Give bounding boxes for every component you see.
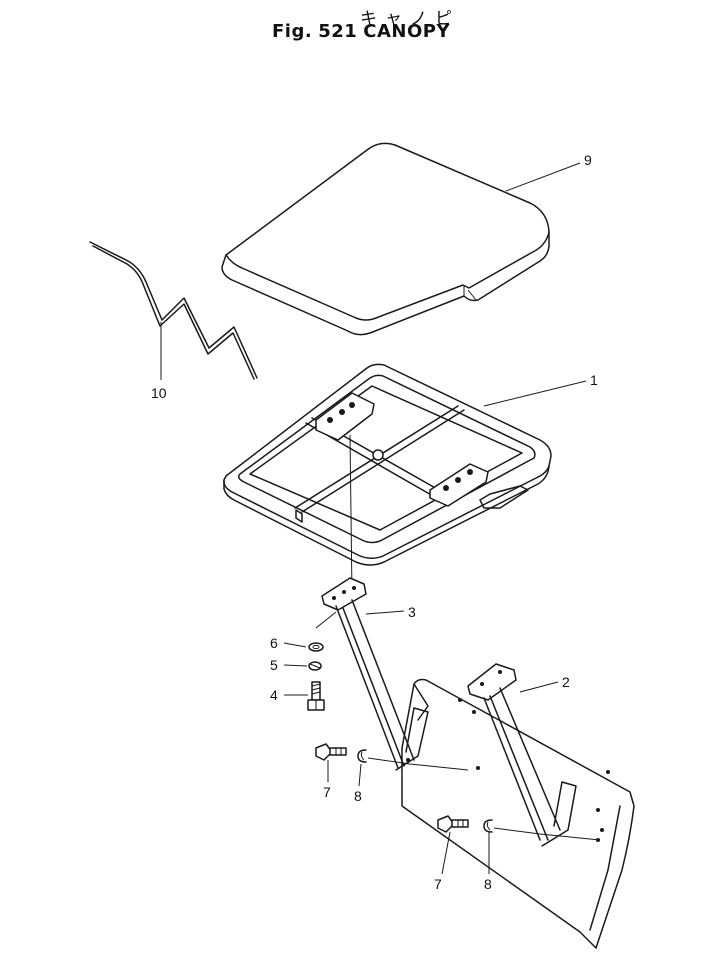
callout-7-upper: 7 bbox=[323, 784, 331, 800]
callout-9: 9 bbox=[584, 152, 592, 168]
callout-10: 10 bbox=[151, 385, 167, 401]
canopy-frame-part-1 bbox=[223, 363, 552, 596]
callout-7-lower: 7 bbox=[434, 876, 442, 892]
fig-name: CANOPY bbox=[363, 21, 451, 42]
fig-label: Fig. bbox=[272, 21, 313, 42]
hardware-alignment-line-lower bbox=[493, 827, 601, 841]
base-panel bbox=[401, 678, 635, 949]
hardware-alignment-line-upper bbox=[367, 757, 469, 771]
callout-6: 6 bbox=[270, 635, 278, 651]
clip-part-8-upper bbox=[357, 749, 367, 763]
washer-part-6 bbox=[308, 642, 324, 652]
clip-part-8-lower bbox=[483, 819, 493, 833]
callout-2: 2 bbox=[562, 674, 570, 690]
callout-4: 4 bbox=[270, 687, 278, 703]
callout-8-upper: 8 bbox=[354, 788, 362, 804]
callout-3: 3 bbox=[408, 604, 416, 620]
leader-lines bbox=[160, 162, 587, 875]
bolt-part-4 bbox=[307, 681, 325, 711]
fig-number: 521 bbox=[318, 21, 358, 42]
callout-5: 5 bbox=[270, 657, 278, 673]
wire-part-10 bbox=[89, 241, 258, 380]
stay-part-3 bbox=[315, 577, 429, 771]
bolt-part-7-upper bbox=[315, 743, 347, 761]
callout-8-lower: 8 bbox=[484, 876, 492, 892]
lock-washer-part-5 bbox=[308, 661, 322, 671]
figure-title-japanese: キャノピ bbox=[360, 9, 460, 29]
callout-1: 1 bbox=[590, 372, 598, 388]
bolt-part-7-lower bbox=[437, 815, 469, 833]
canopy-roof-part-9 bbox=[221, 142, 550, 336]
